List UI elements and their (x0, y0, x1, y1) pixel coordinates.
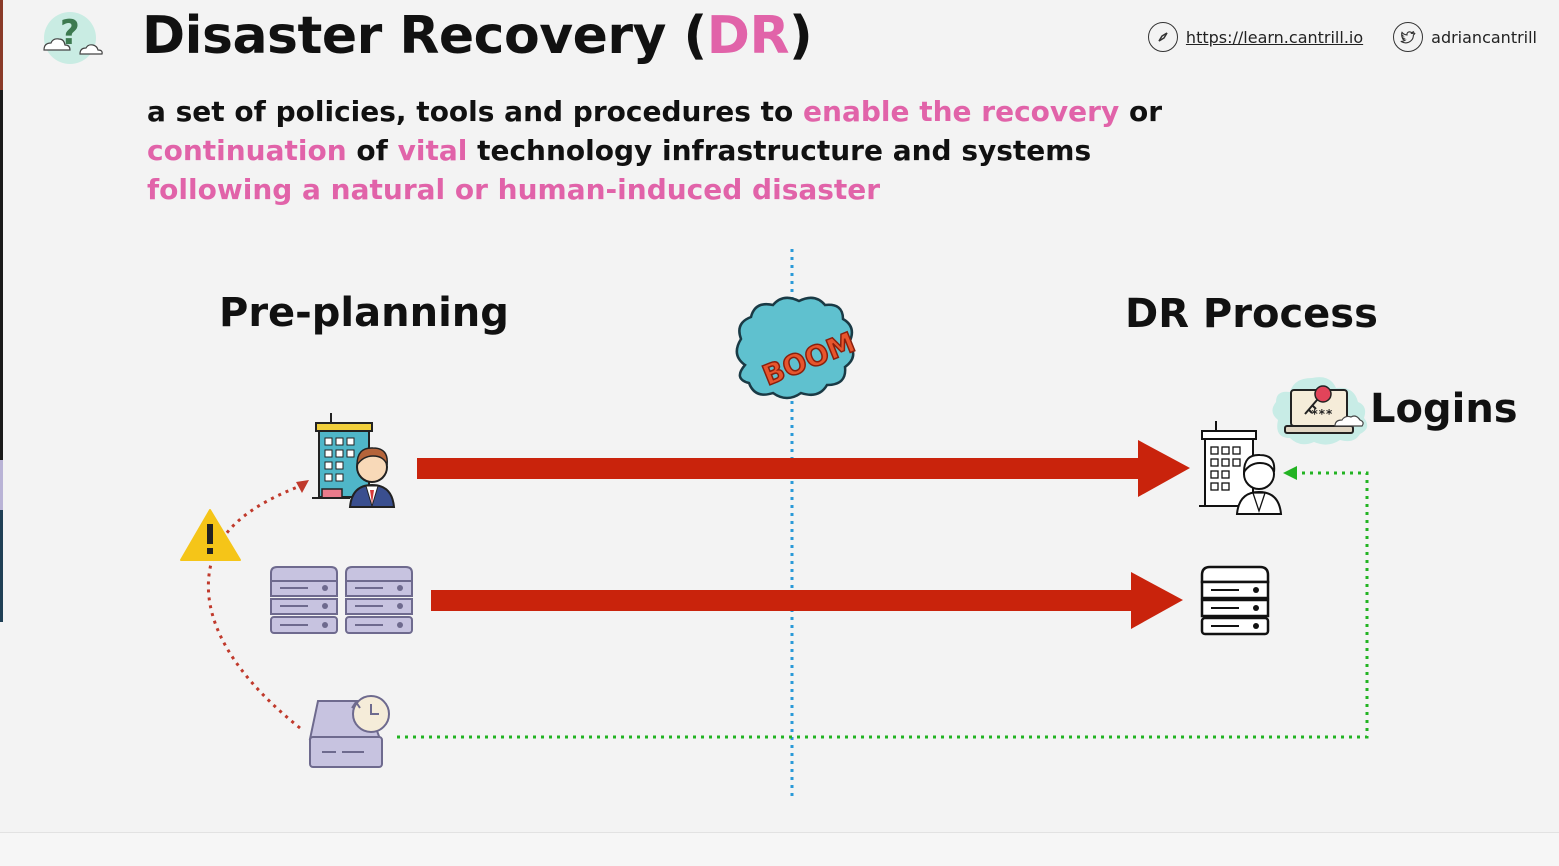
svg-text:?: ? (60, 13, 80, 53)
left-edge-strip (0, 0, 3, 622)
help-cloud-icon: ? (43, 12, 103, 64)
title-prefix: Disaster Recovery ( (142, 6, 707, 66)
compass-icon (1147, 22, 1178, 52)
server-arrow (431, 572, 1183, 629)
dr-process-label: DR Process (1125, 291, 1378, 337)
server-outline-icon (1200, 565, 1270, 636)
definition-part: or (1119, 95, 1163, 128)
definition-part: of (346, 134, 398, 167)
title-suffix: ) (789, 6, 813, 66)
definition-highlight: vital (397, 134, 468, 167)
backup-restore-arrowhead (1283, 466, 1297, 480)
office-staff-icon (312, 413, 396, 508)
server-icon (345, 566, 413, 634)
page-title: Disaster Recovery (DR) (142, 6, 813, 66)
laptop-login-icon: *** (1272, 377, 1368, 445)
definition-part: a set of policies, tools and procedures … (147, 95, 804, 128)
definition-highlight: continuation (147, 134, 347, 167)
svg-text:***: *** (1311, 407, 1333, 421)
planning-feedback-arrowhead (296, 480, 309, 493)
website-link[interactable]: https://learn.cantrill.io (1147, 22, 1364, 52)
office-staff-outline-icon (1199, 421, 1283, 515)
bottom-band (0, 832, 1559, 866)
backup-drive-icon (308, 695, 390, 768)
boom-icon: BOOM (735, 296, 861, 400)
website-url[interactable]: https://learn.cantrill.io (1185, 27, 1364, 47)
header-links: https://learn.cantrill.io adriancantrill (1147, 22, 1537, 52)
pre-planning-label: Pre-planning (219, 290, 509, 336)
definition-text: a set of policies, tools and procedures … (147, 92, 1162, 209)
staff-arrow (417, 440, 1190, 497)
definition-highlight: following a natural or human-induced dis… (147, 173, 881, 206)
planning-feedback-path (206, 484, 301, 730)
definition-highlight: enable the recovery (803, 95, 1120, 128)
title-highlight: DR (706, 6, 790, 66)
server-icon (270, 566, 338, 634)
logins-label: Logins (1370, 386, 1518, 432)
twitter-bird-icon (1393, 22, 1424, 52)
definition-part: technology infrastructure and systems (467, 134, 1092, 167)
twitter-link[interactable]: adriancantrill (1393, 22, 1537, 52)
twitter-handle[interactable]: adriancantrill (1431, 27, 1537, 47)
warning-icon (180, 509, 241, 561)
